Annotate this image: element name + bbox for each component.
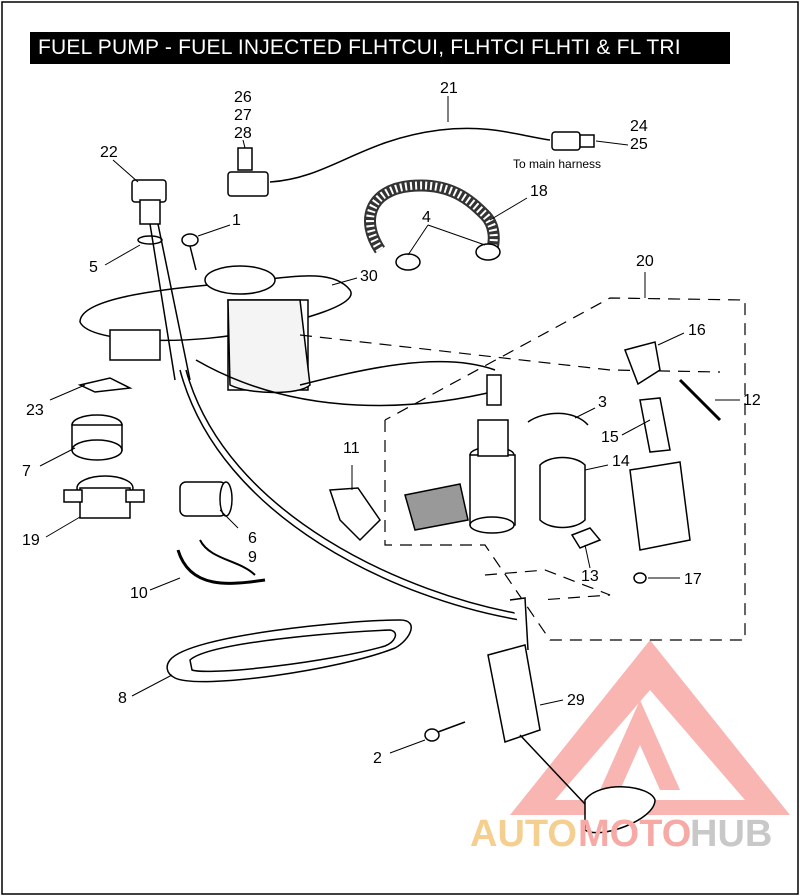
fuel-lines [179,359,527,621]
callout-17: 17 [684,571,702,588]
callout-13: 13 [581,568,599,585]
sending-unit [570,341,722,584]
callout-30: 30 [360,268,378,285]
callout-25: 25 [630,136,648,153]
hose-10 [176,549,266,585]
callout-15: 15 [601,429,619,446]
callout-14: 14 [612,453,630,470]
page-title: FUEL PUMP - FUEL INJECTED FLHTCUI, FLHTC… [30,32,730,64]
callout-21: 21 [440,80,458,97]
filter-housing [63,475,145,519]
connector-22 [131,179,191,381]
callout-3: 3 [598,394,607,411]
screw-1 [181,233,199,271]
bracket-23 [77,377,133,393]
watermark-part1: AUTO [470,813,577,855]
callout-1: 1 [232,212,241,229]
watermark-text: AUTO MOTO HUB [470,813,772,855]
watermark-logo [510,640,790,815]
callout-22: 22 [100,144,118,161]
fuel-pump-body [404,374,589,534]
callout-8: 8 [118,690,127,707]
callout-19: 19 [22,532,40,549]
callout-4: 4 [422,209,431,226]
wiring-harness [227,127,595,197]
callout-10: 10 [130,585,148,602]
harness-note: To main harness [513,157,601,171]
watermark-part2: MOTO [578,813,691,855]
watermark-part3: HUB [690,813,772,855]
callout-16: 16 [688,322,706,339]
callout-26: 26 [234,89,252,106]
corrugated-tube [364,179,501,271]
fuel-filter [179,481,233,517]
callout-27: 27 [234,107,252,124]
pressure-regulator [71,414,123,461]
callout-11: 11 [343,440,360,457]
assembly-outline-20 [299,297,746,641]
callout-2: 2 [373,750,382,767]
callout-12: 12 [743,392,761,409]
leader-lines [39,96,740,754]
level-sender-29 [424,597,656,834]
callout-labels: 1 2 3 4 5 6 7 8 9 10 11 12 13 14 15 16 1… [22,80,761,767]
callout-23: 23 [26,402,44,419]
callout-24: 24 [630,118,648,135]
callout-18: 18 [530,183,548,200]
callout-6: 6 [248,530,257,547]
callout-9: 9 [248,549,257,566]
callout-28: 28 [234,125,252,142]
callout-29: 29 [567,692,585,709]
callout-20: 20 [636,253,654,270]
pump-base-plate [79,265,352,394]
callout-7: 7 [22,463,31,480]
callout-5: 5 [89,259,98,276]
gasket-8 [166,619,412,683]
bracket-11 [328,487,381,542]
